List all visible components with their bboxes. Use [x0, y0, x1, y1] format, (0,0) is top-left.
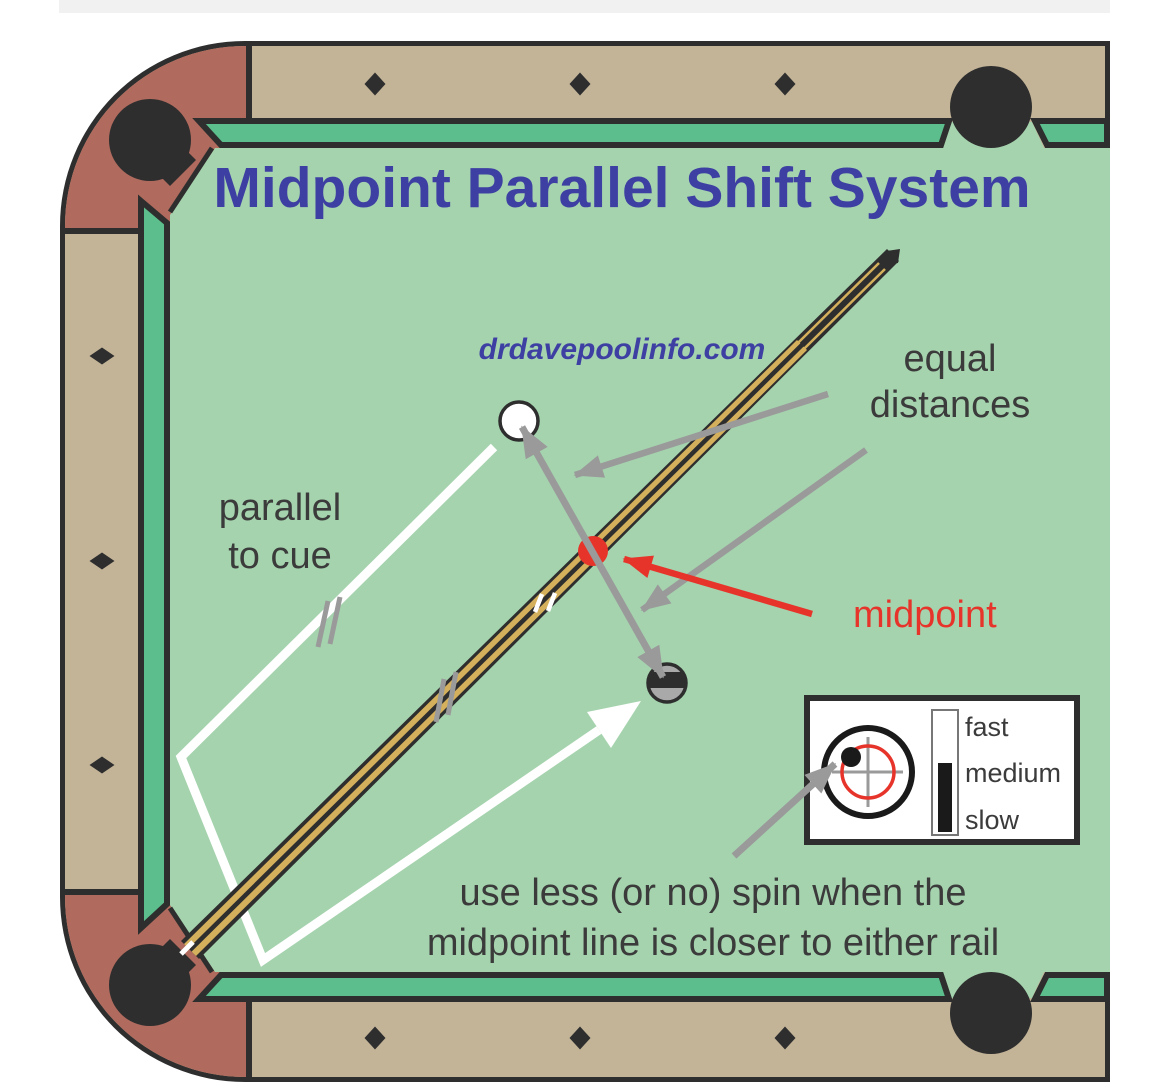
parallel-tick-marks [315, 596, 459, 723]
label-midpoint: midpoint [853, 594, 997, 636]
diagram-title: Midpoint Parallel Shift System [213, 156, 1031, 220]
midpoint-arrow [622, 555, 813, 618]
rail-divider [62, 889, 138, 895]
label-spin-note: use less (or no) spin when the midpoint … [426, 872, 1000, 964]
pocket-bottom-side [950, 972, 1032, 1054]
cue-butt-mark [179, 940, 195, 956]
pocket-top-left-jaw [144, 134, 196, 186]
cushion-top-left [192, 118, 954, 148]
cushion-bottom-left [192, 972, 954, 1002]
equal-distance-arrow-lower [640, 447, 868, 613]
legend-speed-bar [938, 763, 952, 832]
equal-distance-arrow-upper [573, 390, 829, 479]
rail-divider [62, 228, 138, 234]
legend-spin-arrow [731, 761, 838, 859]
label-equal-distances: equal distances [869, 338, 1031, 426]
pocket-jaw-line [167, 146, 215, 214]
legend-spin-contact-point [841, 747, 861, 767]
legend-label-fast: fast [965, 712, 1009, 742]
legend-max-spin-circle [840, 744, 896, 800]
pocket-top-side [950, 66, 1032, 148]
cushion-top-right [1030, 118, 1110, 148]
rail-divider [246, 998, 252, 1078]
diagram-subtitle: drdavepoolinfo.com [478, 333, 766, 366]
midpoint-line [518, 425, 667, 679]
label-parallel-to-cue: parallel to cue [218, 487, 342, 577]
legend-label-slow: slow [965, 805, 1020, 835]
cue-ball [498, 400, 540, 442]
cushion-left [138, 194, 170, 935]
rail-divider [246, 43, 252, 125]
speed-legend [804, 695, 1080, 845]
legend-label-medium: medium [965, 758, 1062, 788]
cue-tip [884, 249, 900, 265]
object-ball [646, 662, 688, 704]
browser-scrollbar-track [59, 0, 1110, 13]
cushion-bottom-right [1030, 972, 1110, 1002]
shot-direction-arrowhead [587, 701, 641, 748]
rail-diamonds [89, 72, 796, 1050]
